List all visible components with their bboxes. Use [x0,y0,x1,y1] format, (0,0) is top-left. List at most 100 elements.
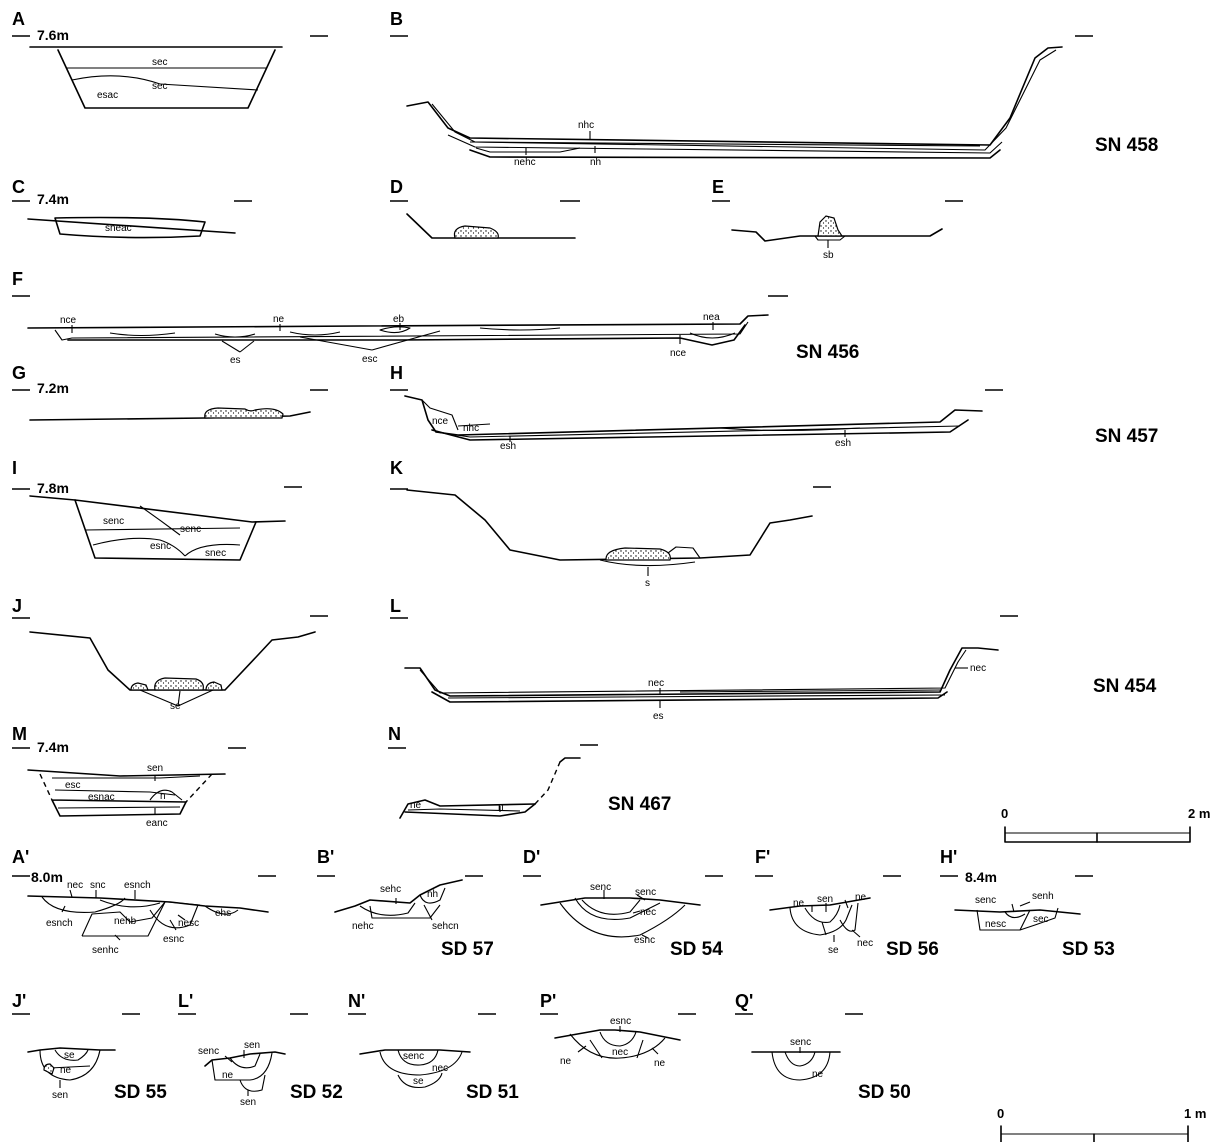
section-a2-context-1: nec [67,880,83,891]
section-j-prime: J' se ne sen [12,991,140,1101]
section-g-elevation: 7.2m [37,380,69,396]
section-l-context-2: nec [970,663,986,674]
section-f: F nce ne eb nea es esc nce [12,269,788,366]
section-n2-context-3: se [413,1076,424,1087]
section-h-context-2: nhc [463,423,479,434]
section-j-label: J [12,596,22,616]
section-l2-context-3: ne [222,1070,234,1081]
section-j2-context-2: ne [60,1065,72,1076]
section-b-context-3: nh [590,157,601,168]
section-a-context-2: sec [152,81,168,92]
section-f-context-7: nce [670,348,687,359]
section-m-context-3: esnac [88,792,115,803]
section-p2-context-1: esnc [610,1016,631,1027]
section-p2-context-4: ne [654,1058,666,1069]
section-f2-context-2: sen [817,894,833,905]
section-f2-context-1: ne [793,898,805,909]
section-m-context-2: esc [65,780,81,791]
section-i-context-2: senc [180,524,201,535]
section-e-label: E [712,177,724,197]
section-a2-context-7: ehs [215,908,231,919]
section-g-label: G [12,363,26,383]
section-n2-context-1: senc [403,1051,424,1062]
section-m-context-5: eanc [146,818,168,829]
scale-bar-2m: 0 2 m [1001,806,1210,843]
section-m-context-4: n [160,791,166,802]
section-m-elevation: 7.4m [37,739,69,755]
section-a2-context-4: esnch [46,918,73,929]
section-n2-context-2: nec [432,1063,448,1074]
section-b2-label: B' [317,847,334,867]
section-b-label: B [390,9,403,29]
section-d2-context-3: nec [640,907,656,918]
section-a2-context-8: esnc [163,934,184,945]
group-label-sn454: SN 454 [1093,676,1157,697]
section-h-prime: H' 8.4m senc senh sec nesc [940,847,1093,931]
section-b2-context-1: sehc [380,884,401,895]
section-d2-context-2: senc [635,887,656,898]
section-m: M 7.4m sen esc esnac n eanc [12,724,246,829]
section-d2-context-1: senc [590,882,611,893]
section-q2-context-2: ne [812,1069,824,1080]
section-c: C 7.4m sneac [12,177,252,239]
section-l-context-1: nec [648,678,664,689]
section-f-label: F [12,269,23,289]
section-f-prime: F' ne sen ne nec se [755,847,901,956]
section-p2-context-2: ne [560,1056,572,1067]
section-f2-context-5: se [828,945,839,956]
scale-bar-1m: 0 1 m [997,1106,1206,1142]
section-b: B nhc nehc nh [390,9,1093,168]
section-h-label: H [390,363,403,383]
section-k-context-1: s [645,578,650,589]
section-f-context-5: es [230,355,241,366]
section-b-context-1: nhc [578,120,594,131]
group-label-sn458: SN 458 [1095,135,1158,156]
section-a-context-3: esac [97,90,118,101]
section-c-elevation: 7.4m [37,191,69,207]
section-p2-context-3: nec [612,1047,628,1058]
group-label-sd53: SD 53 [1062,939,1115,960]
section-d2-label: D' [523,847,540,867]
section-g: G 7.2m [12,363,328,421]
scale-2m-start: 0 [1001,806,1008,821]
section-e: E sb [712,177,963,261]
scale-2m-end: 2 m [1188,806,1210,821]
section-l-context-3: es [653,711,664,722]
section-j2-label: J' [12,991,26,1011]
section-a-prime: A' 8.0m nec snc esnch esnch nehb nesc eh… [12,847,276,956]
section-c-label: C [12,177,25,197]
section-b2-context-4: sehcn [432,921,459,932]
section-a2-context-5: nehb [114,916,137,927]
section-m-context-1: sen [147,763,163,774]
section-h-context-4: esh [835,438,851,449]
group-label-sd57: SD 57 [441,939,494,960]
section-h-context-1: nce [432,416,449,427]
section-f2-context-3: ne [855,892,867,903]
section-a-context-1: sec [152,57,168,68]
section-a2-context-2: snc [90,880,106,891]
section-h2-label: H' [940,847,957,867]
section-j2-context-3: sen [52,1090,68,1101]
section-k-label: K [390,458,403,478]
section-a: A 7.6m sec sec esac [12,9,328,109]
section-a-label: A [12,9,25,29]
section-n-label: N [388,724,401,744]
section-f-context-1: nce [60,315,77,326]
group-label-sd55: SD 55 [114,1082,167,1103]
section-f2-label: F' [755,847,770,867]
group-label-sn457: SN 457 [1095,426,1158,447]
section-i-context-3: esnc [150,541,171,552]
section-i-context-4: snec [205,548,226,559]
group-label-sd50: SD 50 [858,1082,911,1103]
section-h2-context-3: sec [1033,914,1049,925]
section-a2-label: A' [12,847,29,867]
section-n2-label: N' [348,991,365,1011]
section-b-prime: B' sehc nh nehc sehcn [317,847,483,932]
section-k: K s [390,458,831,589]
section-f-context-3: eb [393,314,405,325]
section-d-prime: D' senc senc nec esnc [523,847,723,946]
section-h2-context-4: nesc [985,919,1006,930]
section-a-elevation: 7.6m [37,27,69,43]
section-i: I 7.8m senc senc esnc snec [12,458,302,561]
